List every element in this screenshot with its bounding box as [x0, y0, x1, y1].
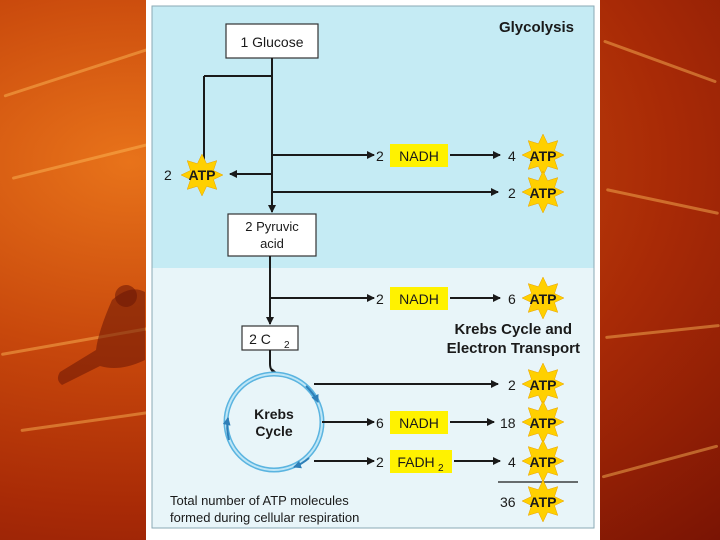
krebs-fadh-count: 2 [376, 454, 384, 470]
glucose-label: 1 Glucose [240, 34, 303, 50]
pyruvic-label-line1: 2 Pyruvic [245, 219, 299, 234]
glyco-atp-label: ATP [530, 185, 557, 201]
krebs-atp-label: ATP [530, 377, 557, 393]
pyruvic-nadh-count: 2 [376, 291, 384, 307]
c2-box [241, 325, 299, 351]
total-text-line2: formed during cellular respiration [170, 510, 359, 525]
diagram-panel: Glycolysis Krebs Cycle and Electron Tran… [146, 0, 600, 540]
krebs-fadh-box [390, 450, 452, 473]
total-atp-label: ATP [530, 494, 557, 510]
total-atp-count: 36 [500, 494, 516, 510]
krebs-fadh-subscript: 2 [438, 463, 444, 474]
krebs-nadh-label: NADH [399, 415, 439, 431]
krebs-nadh-count: 6 [376, 415, 384, 431]
krebs-fadh-label: FADH [397, 454, 434, 470]
glyco-nadh-label: NADH [399, 148, 439, 164]
krebs-section [152, 268, 594, 528]
c2-subscript: 2 [284, 340, 290, 351]
glycolysis-title: Glycolysis [499, 19, 574, 36]
input-atp-label: ATP [189, 167, 216, 183]
krebs-cycle-label-line1: Krebs [254, 406, 294, 422]
pyruvic-nadh-atp-star [521, 276, 565, 320]
pyruvic-nadh-atp-count: 6 [508, 291, 516, 307]
pyruvic-nadh-label: NADH [399, 291, 439, 307]
pyruvic-acid-box [227, 213, 317, 257]
total-text-line1: Total number of ATP molecules [170, 493, 349, 508]
krebs-cycle-label-line2: Cycle [255, 423, 293, 439]
glyco-atp-star [521, 170, 565, 214]
glyco-nadh-box [390, 144, 448, 167]
krebs-nadh-box [390, 411, 448, 434]
krebs-section-title-line2: Electron Transport [447, 340, 580, 357]
input-atp-star [180, 153, 224, 197]
input-atp-count: 2 [164, 167, 172, 183]
krebs-nadh-atp-count: 18 [500, 415, 516, 431]
glyco-atp-count: 2 [508, 185, 516, 201]
glyco-nadh-atp-count: 4 [508, 148, 516, 164]
krebs-atp-count: 2 [508, 377, 516, 393]
total-atp-star [521, 479, 565, 523]
glyco-nadh-atp-label: ATP [530, 148, 557, 164]
krebs-section-title-line1: Krebs Cycle and [454, 321, 572, 338]
glyco-nadh-count: 2 [376, 148, 384, 164]
krebs-fadh-atp-label: ATP [530, 454, 557, 470]
glycolysis-section [152, 6, 594, 268]
c2-label: 2 C [249, 331, 271, 347]
krebs-nadh-atp-label: ATP [530, 415, 557, 431]
pyruvic-nadh-atp-label: ATP [530, 291, 557, 307]
pyruvic-label-line2: acid [260, 236, 284, 251]
pyruvic-nadh-box [390, 287, 448, 310]
glucose-box [225, 23, 319, 59]
krebs-fadh-atp-count: 4 [508, 454, 516, 470]
cellular-respiration-diagram: Glycolysis Krebs Cycle and Electron Tran… [151, 5, 595, 529]
